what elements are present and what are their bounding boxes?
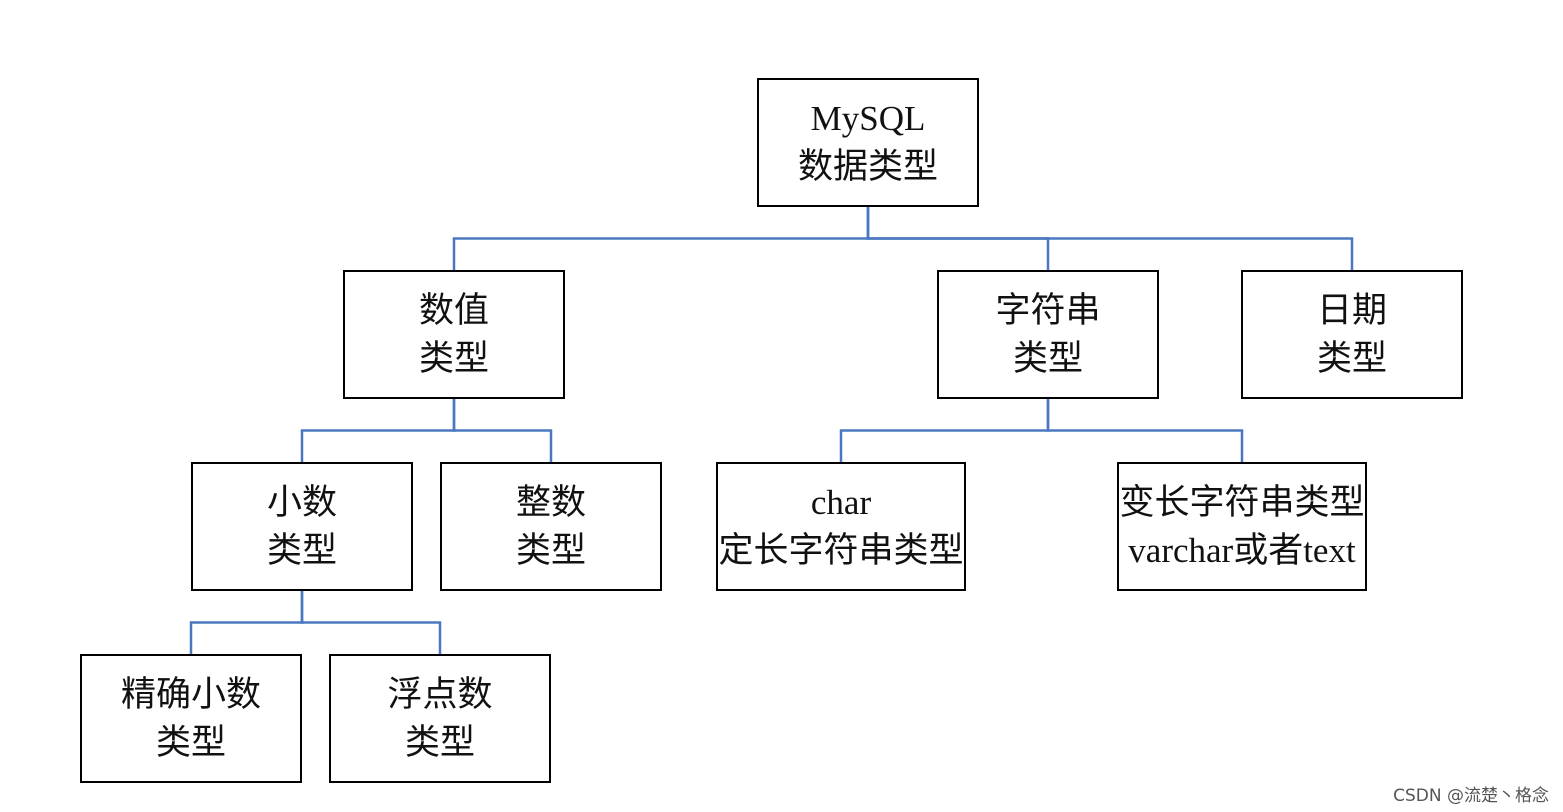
connector-numeric-to-integer <box>452 399 553 462</box>
connector-root-to-date <box>866 207 1354 270</box>
node-label-line2: 类型 <box>155 722 226 762</box>
node-label-line1: 日期 <box>1316 290 1387 330</box>
node-label-line2: varchar或者text <box>1128 530 1356 570</box>
node-decimal-types: 小数 类型 <box>191 462 413 591</box>
node-label-line2: 数据类型 <box>797 146 938 186</box>
node-date-types: 日期 类型 <box>1241 270 1463 399</box>
connector-string-to-varchar <box>1046 399 1244 462</box>
node-label-line1: 整数 <box>515 482 586 522</box>
node-char-fixed-length: char 定长字符串类型 <box>716 462 966 591</box>
node-label-line1: 精确小数 <box>120 674 261 714</box>
node-label-line2: 定长字符串类型 <box>718 530 964 570</box>
node-label-line2: 类型 <box>404 722 475 762</box>
node-exact-decimal-types: 精确小数 类型 <box>80 654 302 783</box>
connector-decimal-to-exact <box>189 591 304 654</box>
node-label-line1: MySQL <box>810 98 926 138</box>
node-label-line2: 类型 <box>418 338 489 378</box>
watermark: CSDN @流楚丶格念 <box>1393 786 1549 806</box>
node-numeric-types: 数值 类型 <box>343 270 565 399</box>
node-label-line1: char <box>810 482 872 522</box>
node-label-line2: 类型 <box>1012 338 1083 378</box>
node-label-line1: 变长字符串类型 <box>1119 482 1365 522</box>
connector-string-to-char <box>839 399 1050 462</box>
node-integer-types: 整数 类型 <box>440 462 662 591</box>
node-float-types: 浮点数 类型 <box>329 654 551 783</box>
node-label-line1: 浮点数 <box>387 674 493 714</box>
node-label-line1: 小数 <box>266 482 337 522</box>
node-varchar-variable-length: 变长字符串类型 varchar或者text <box>1117 462 1367 591</box>
node-mysql-data-types: MySQL 数据类型 <box>757 78 979 207</box>
node-label-line1: 数值 <box>418 290 489 330</box>
node-label-line2: 类型 <box>1316 338 1387 378</box>
node-label-line2: 类型 <box>515 530 586 570</box>
connector-decimal-to-float <box>300 591 442 654</box>
connector-root-to-numeric <box>452 207 870 270</box>
node-label-line2: 类型 <box>266 530 337 570</box>
node-string-types: 字符串 类型 <box>937 270 1159 399</box>
node-label-line1: 字符串 <box>995 290 1101 330</box>
connector-numeric-to-decimal <box>300 399 456 462</box>
